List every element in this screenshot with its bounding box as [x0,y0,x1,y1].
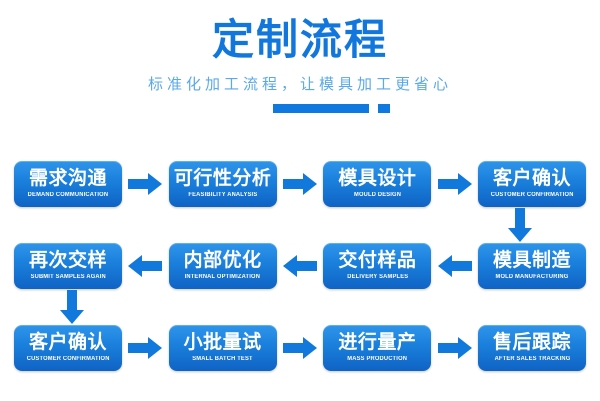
arrow-right-icon [122,337,169,359]
connector-row-2 [0,290,600,324]
flow-node-label-en: MOULD DESIGN [353,192,401,198]
flow-node-label-en: DEMAND COMMUNICATION [27,192,109,198]
flow-node-label-cn: 售后跟踪 [493,332,572,353]
flow-node-label-en: SUBMIT SAMPLES AGAIN [30,274,106,280]
flow-node-customer-confirmation-1[interactable]: 客户确认 CUSTOMER CONFIRMATION [478,161,587,207]
connector-row-1 [0,208,600,242]
process-flow-diagram: 需求沟通 DEMAND COMMUNICATION 可行性分析 FEASIBIL… [0,160,600,372]
flow-node-label-en: MOLD MANUFACTURING [495,274,569,280]
flow-node-mass-production[interactable]: 进行量产 MASS PRODUCTION [323,325,432,371]
arrow-left-icon [122,255,169,277]
flow-node-after-sales-tracking[interactable]: 售后跟踪 AFTER SALES TRACKING [478,325,587,371]
flow-node-mould-design[interactable]: 模具设计 MOULD DESIGN [323,161,432,207]
flow-node-customer-confirmation-2[interactable]: 客户确认 CUSTOMER CONFIRMATION [14,325,122,371]
flow-node-label-en: SMALL BATCH TEST [192,356,253,362]
flow-node-label-cn: 需求沟通 [28,168,107,189]
flow-node-submit-samples-again[interactable]: 再次交样 SUBMIT SAMPLES AGAIN [13,243,122,289]
flow-node-label-en: FEASIBILITY ANALYSIS [188,192,258,198]
flow-row-3: 客户确认 CUSTOMER CONFIRMATION 小批量试 SMALL BA… [0,324,600,372]
flow-node-label-cn: 模具设计 [338,168,417,189]
page-title: 定制流程 [211,16,388,63]
flow-node-label-cn: 交付样品 [338,250,417,271]
flow-node-small-batch-test[interactable]: 小批量试 SMALL BATCH TEST [168,325,277,371]
flow-node-label-en: DELIVERY SAMPLES [346,274,408,280]
flow-node-delivery-samples[interactable]: 交付样品 DELIVERY SAMPLES [323,243,432,289]
arrow-right-icon [431,337,478,359]
flow-node-label-cn: 模具制造 [492,250,571,271]
page-subtitle: 标准化加工流程，让模具加工更省心 [147,76,452,93]
flow-row-1: 需求沟通 DEMAND COMMUNICATION 可行性分析 FEASIBIL… [0,160,600,208]
arrow-down-icon [508,208,532,242]
title-divider [0,104,600,113]
flow-node-label-cn: 客户确认 [28,332,107,353]
arrow-left-icon [431,255,478,277]
flow-row-2: 模具制造 MOLD MANUFACTURING 交付样品 DELIVERY SA… [0,242,600,290]
flow-node-label-en: AFTER SALES TRACKING [494,356,570,362]
flow-node-internal-optimization[interactable]: 内部优化 INTERNAL OPTIMIZATION [168,243,277,289]
flow-node-label-cn: 小批量试 [183,332,262,353]
arrow-down-icon [60,290,84,324]
arrow-left-icon [277,255,324,277]
flow-node-label-cn: 内部优化 [183,250,262,271]
flow-node-label-en: CUSTOMER CONFIRMATION [490,192,574,198]
divider-bar [272,104,369,113]
flow-node-label-cn: 进行量产 [338,332,417,353]
flow-node-feasibility-analysis[interactable]: 可行性分析 FEASIBILITY ANALYSIS [168,161,277,207]
arrow-right-icon [122,173,169,195]
flow-node-label-cn: 可行性分析 [173,168,272,189]
arrow-right-icon [277,173,324,195]
flow-node-label-cn: 客户确认 [493,168,572,189]
divider-dot [377,104,390,113]
arrow-right-icon [277,337,324,359]
flow-node-label-en: CUSTOMER CONFIRMATION [26,356,110,362]
flow-node-label-en: MASS PRODUCTION [347,356,408,362]
flow-node-mold-manufacturing[interactable]: 模具制造 MOLD MANUFACTURING [478,243,586,289]
flow-node-demand-communication[interactable]: 需求沟通 DEMAND COMMUNICATION [14,161,122,207]
page-header: 定制流程 标准化加工流程，让模具加工更省心 [0,0,600,113]
arrow-right-icon [431,173,478,195]
flow-node-label-en: INTERNAL OPTIMIZATION [184,274,261,280]
flow-node-label-cn: 再次交样 [28,250,107,271]
